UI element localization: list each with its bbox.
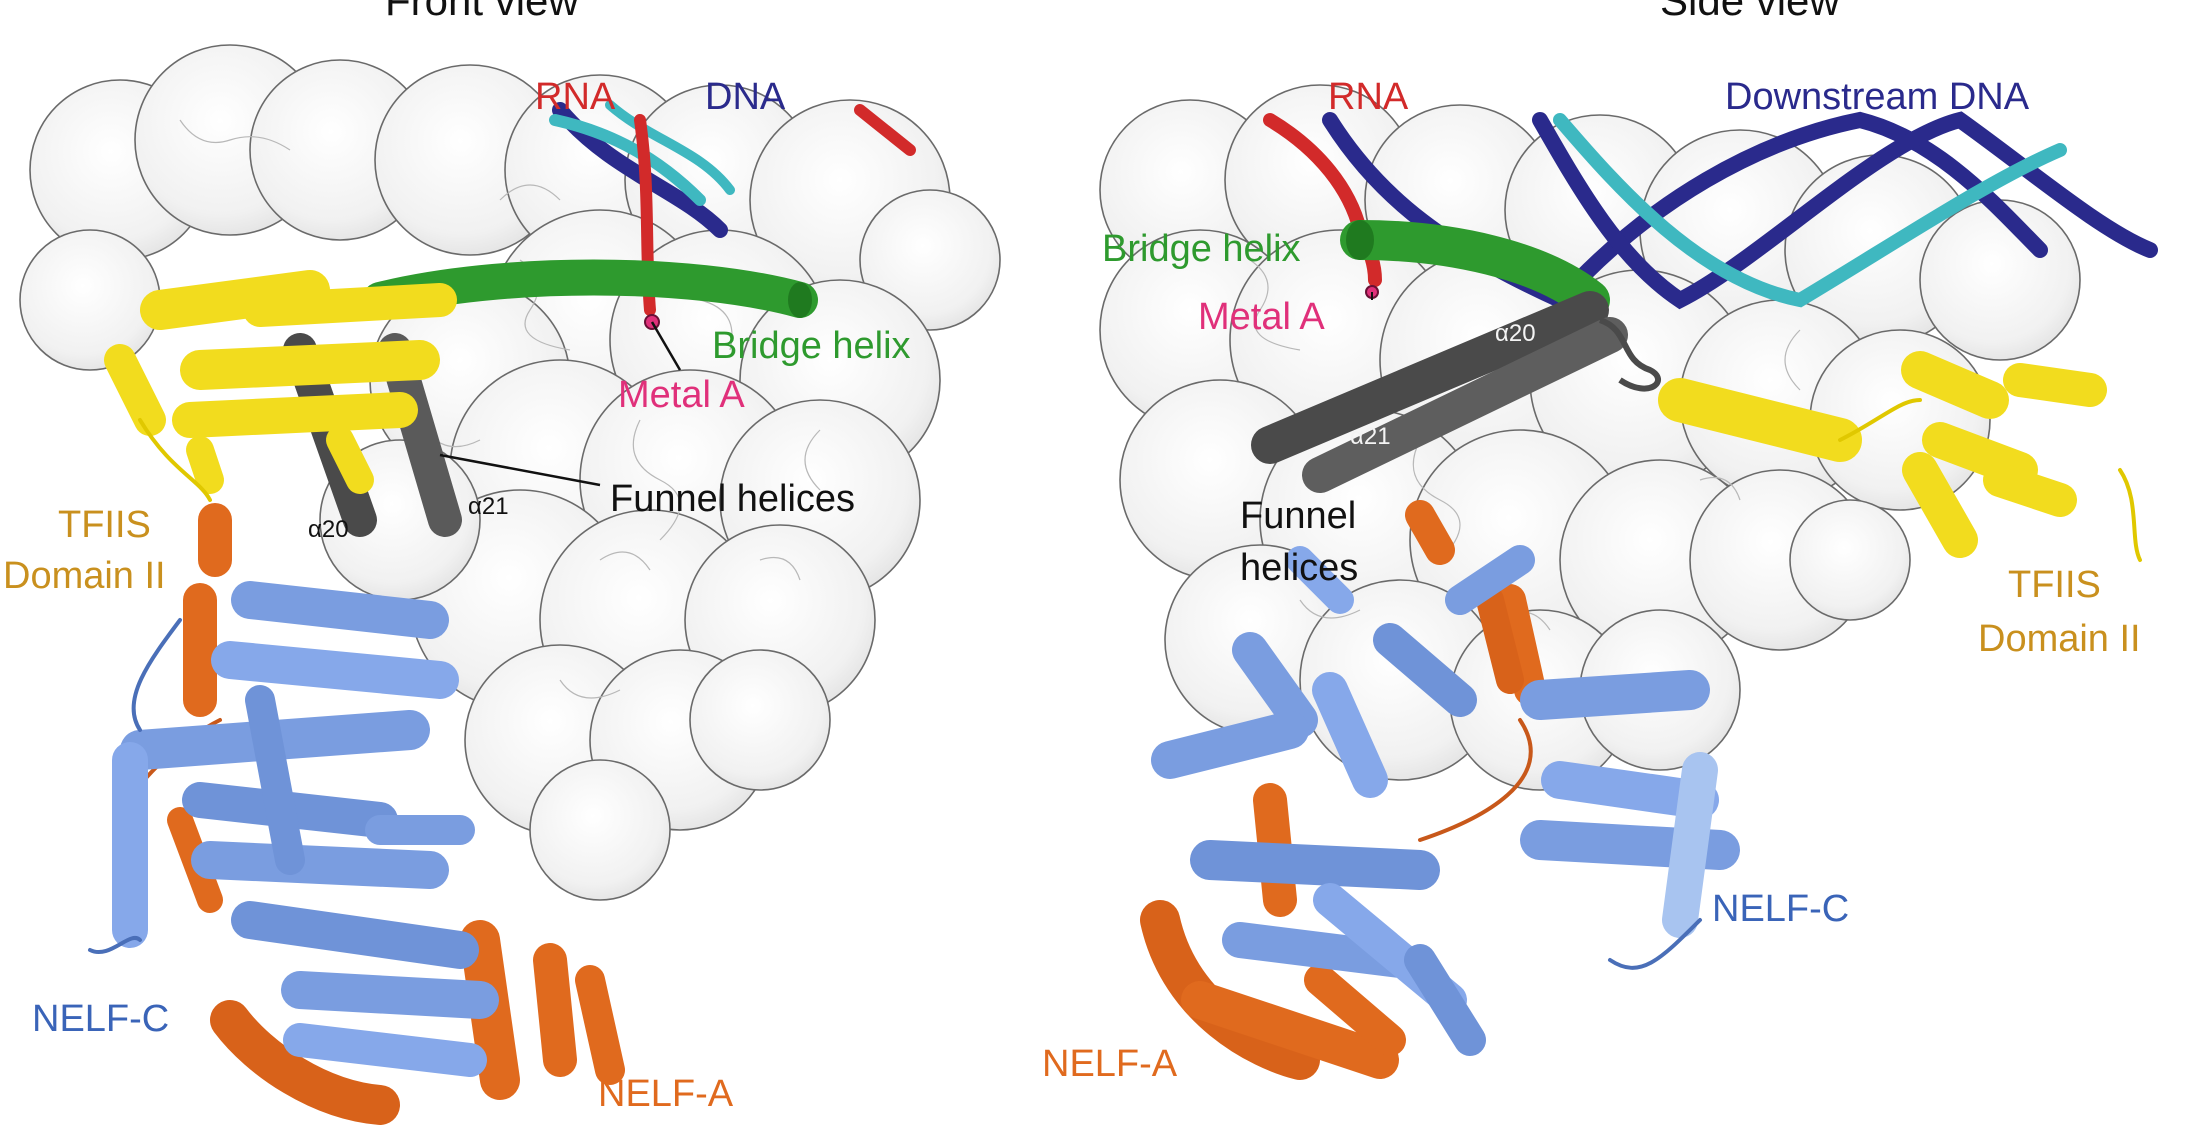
right-label-bridge-helix: Bridge helix bbox=[1102, 228, 1301, 270]
left-label-bridge-helix: Bridge helix bbox=[712, 325, 911, 367]
right-bridge-helix bbox=[1340, 220, 1610, 320]
right-tfiis bbox=[1658, 351, 2142, 562]
right-label-nelf-c: NELF-C bbox=[1712, 888, 1850, 930]
left-tfiis bbox=[104, 270, 457, 502]
left-label-nelf-c: NELF-C bbox=[32, 998, 170, 1040]
left-funnel-leader bbox=[439, 453, 601, 487]
left-label-nelf-a: NELF-A bbox=[598, 1073, 734, 1115]
right-label-rna: RNA bbox=[1328, 76, 1409, 118]
left-label-funnel-helices: Funnel helices bbox=[610, 478, 856, 520]
left-label-tfiis: TFIIS bbox=[58, 504, 151, 546]
right-nelf-a bbox=[1140, 500, 1546, 1080]
right-rna bbox=[1263, 113, 1382, 287]
left-label-rna: RNA bbox=[535, 76, 616, 118]
right-label-tfiis-domain: Domain II bbox=[1978, 618, 2141, 660]
right-nelf-c bbox=[1151, 545, 1740, 1056]
left-panel-title: Front view bbox=[385, 0, 579, 24]
right-label-funnel-helices: helices bbox=[1240, 547, 1359, 589]
left-label-alpha20: α20 bbox=[308, 516, 349, 543]
left-label-metal-a: Metal A bbox=[618, 374, 745, 416]
left-label-dna: DNA bbox=[705, 76, 786, 118]
right-label-metal-a: Metal A bbox=[1198, 296, 1325, 338]
left-pol2-surface bbox=[19, 44, 1001, 901]
left-label-alpha21: α21 bbox=[468, 493, 509, 520]
right-label-nelf-a: NELF-A bbox=[1042, 1043, 1178, 1085]
right-funnel-helices bbox=[1251, 291, 1661, 493]
left-nelf-c bbox=[88, 581, 499, 1077]
right-label-downstream-dna: Downstream DNA bbox=[1725, 76, 2030, 118]
left-label-tfiis-domain: Domain II bbox=[3, 555, 166, 597]
left-metal-leader bbox=[650, 321, 682, 371]
right-label-alpha20: α20 bbox=[1495, 320, 1536, 347]
right-panel-title: Side view bbox=[1660, 0, 1840, 24]
right-label-tfiis: TFIIS bbox=[2008, 564, 2101, 606]
right-downstream-dna bbox=[1322, 111, 2158, 310]
right-label-funnel: Funnel bbox=[1240, 495, 1357, 537]
left-nelf-a bbox=[128, 503, 625, 1125]
right-label-alpha21: α21 bbox=[1350, 423, 1391, 450]
